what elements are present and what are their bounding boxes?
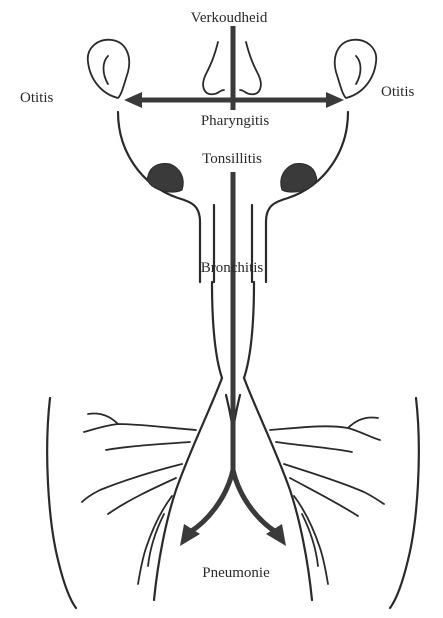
- label-otitis-right: Otitis: [381, 84, 415, 100]
- label-tonsillitis: Tonsillitis: [202, 151, 262, 167]
- right-ear-icon: [335, 40, 376, 98]
- label-pneumonie: Pneumonie: [202, 565, 270, 581]
- label-bronchitis: Bronchitis: [201, 260, 264, 276]
- left-arrowhead: [124, 92, 142, 108]
- lung-spread-arrows: [180, 470, 286, 546]
- label-pharyngitis: Pharyngitis: [201, 113, 269, 129]
- right-tonsil: [281, 164, 317, 193]
- left-ear-icon: [88, 40, 129, 98]
- label-verkoudheid: Verkoudheid: [191, 10, 268, 26]
- label-otitis-left: Otitis: [20, 90, 54, 106]
- left-tonsil: [147, 164, 183, 193]
- right-arrowhead: [326, 92, 344, 108]
